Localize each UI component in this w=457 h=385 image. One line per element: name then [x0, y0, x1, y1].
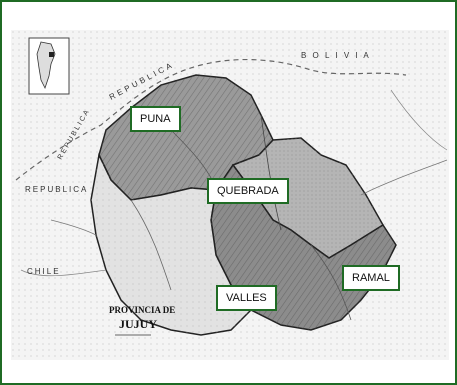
- region-label-quebrada[interactable]: QUEBRADA: [207, 178, 289, 204]
- country-label-chile: CHILE: [27, 267, 61, 276]
- region-label-valles[interactable]: VALLES: [216, 285, 277, 311]
- province-title-line1: PROVINCIA DE: [109, 305, 175, 315]
- country-label-republica: REPUBLICA: [25, 185, 88, 194]
- province-title-line2: JUJUY: [119, 317, 157, 331]
- inset-argentina-map: [28, 37, 70, 95]
- region-label-puna[interactable]: PUNA: [130, 106, 181, 132]
- region-label-ramal[interactable]: RAMAL: [342, 265, 400, 291]
- country-label-bolivia: B O L I V I A: [301, 51, 371, 60]
